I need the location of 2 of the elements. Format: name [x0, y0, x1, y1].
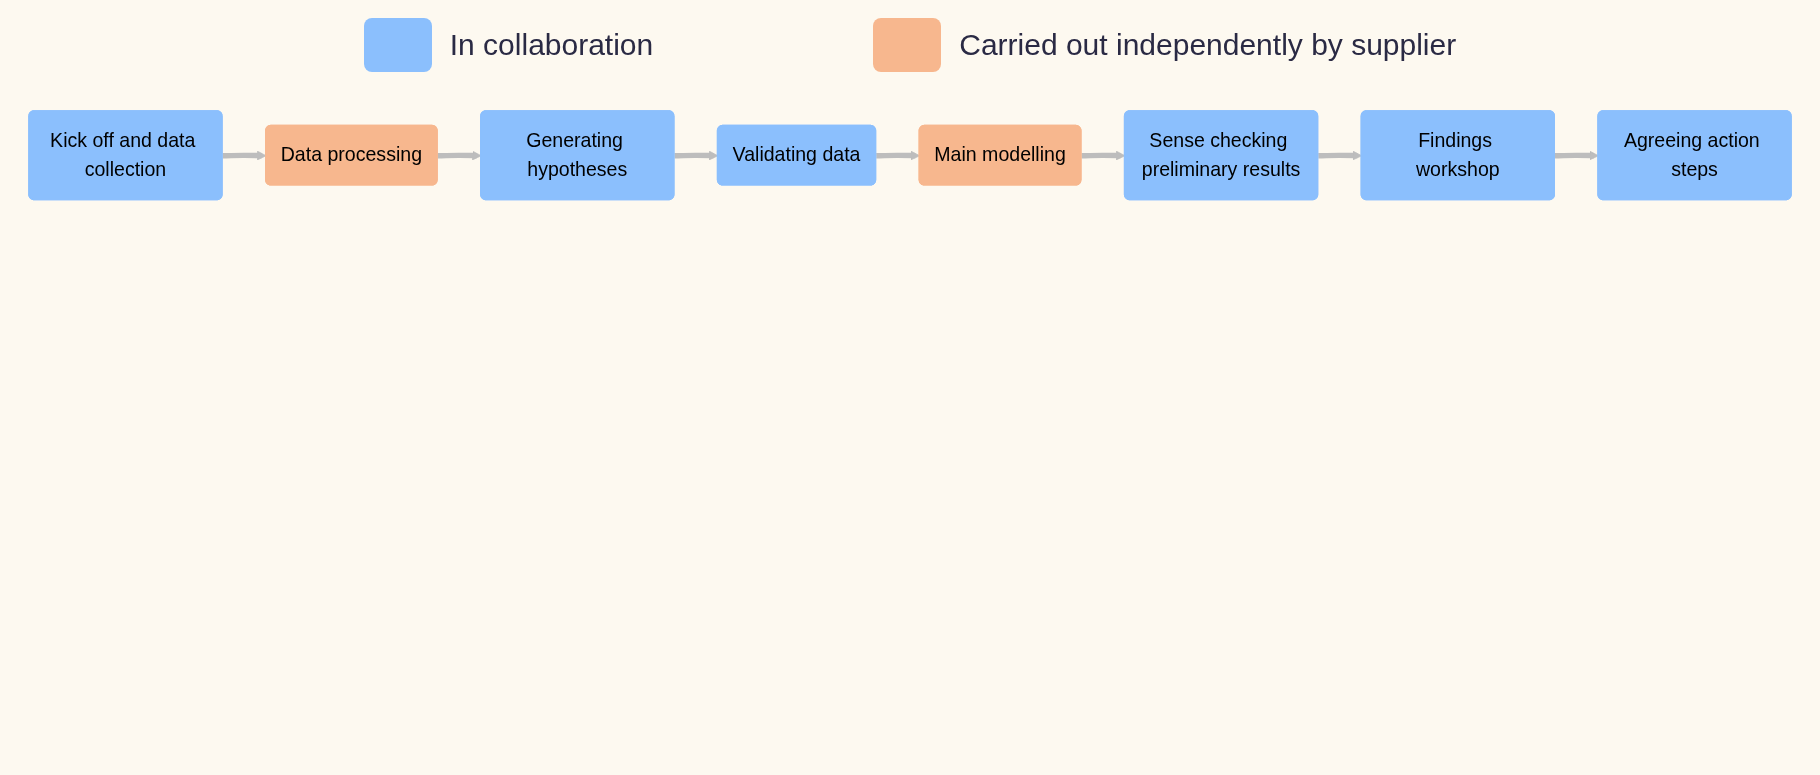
legend-label: Carried out independently by supplier: [959, 28, 1457, 62]
legend-label: In collaboration: [449, 28, 654, 62]
